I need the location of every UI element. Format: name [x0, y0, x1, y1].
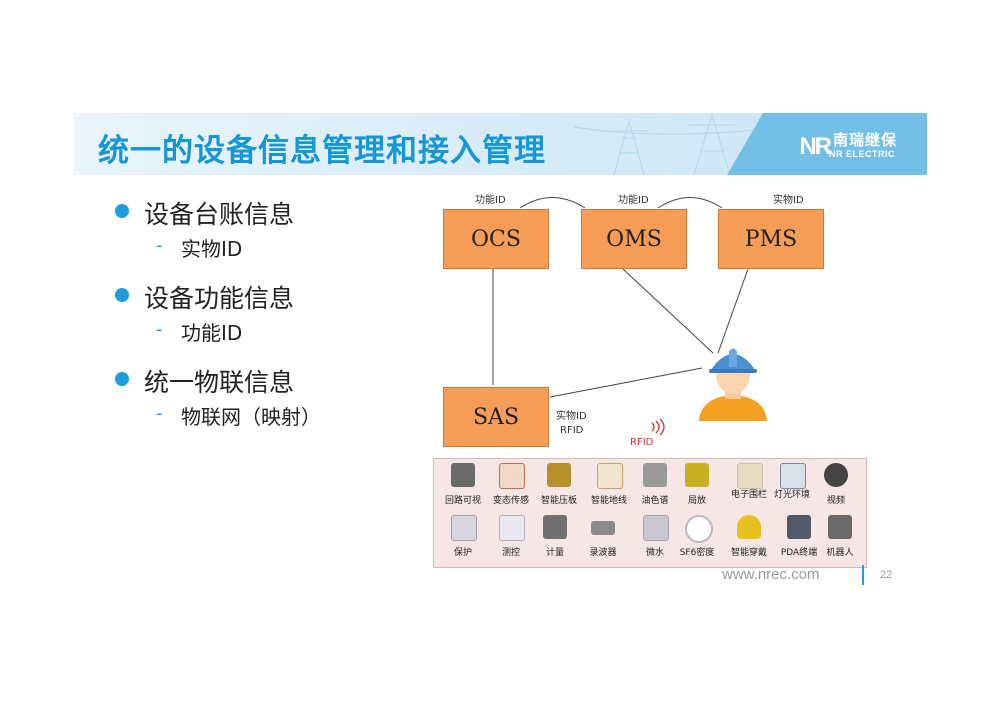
system-diagram: 功能ID 功能ID 实物ID OCS OMS PMS SAS 实物ID RFID…	[430, 185, 870, 575]
ocs-box: OCS	[443, 209, 549, 269]
device-label: 录波器	[589, 548, 617, 558]
ocs-function-id-label: 功能ID	[475, 195, 506, 206]
device-label: 变态传感	[492, 496, 529, 506]
cable-icon	[597, 463, 623, 489]
device-item: PDA终端	[774, 513, 824, 561]
device-item: 录波器	[578, 513, 628, 561]
device-label: 测控	[501, 548, 520, 558]
device-item: 局放	[672, 461, 722, 509]
dash-icon: -	[156, 235, 163, 256]
analyzer-icon	[643, 463, 667, 487]
device-item: 测控	[486, 513, 536, 561]
device-item: 灯光环境	[767, 461, 817, 509]
oms-box: OMS	[581, 209, 687, 269]
sas-box: SAS	[443, 387, 549, 447]
page-title: 统一的设备信息管理和接入管理	[98, 133, 546, 169]
device-item: 智能地线	[584, 461, 634, 509]
device-label: 灯光环境	[773, 490, 810, 500]
helmet-icon	[737, 515, 761, 539]
title-banner: 统一的设备信息管理和接入管理 NR 南瑞继保 NR ELECTRIC	[74, 113, 927, 175]
pms-physical-id-label: 实物ID	[773, 195, 804, 206]
device-item: SF6密度	[672, 513, 722, 561]
device-item: 智能压板	[534, 461, 584, 509]
worker-helmet-icon	[699, 348, 767, 421]
footer-url: www.nrec.com	[722, 566, 820, 583]
robot-icon	[828, 515, 852, 539]
nr-logo-icon: NR	[799, 133, 832, 160]
ocs-oms-arc	[519, 197, 586, 209]
logo-chinese-name: 南瑞继保	[832, 131, 897, 149]
bullet-dot-icon	[115, 288, 129, 302]
sensor-icon	[499, 463, 525, 489]
device-item: 回路可视	[438, 461, 488, 509]
device-item: 变态传感	[486, 461, 536, 509]
camera-icon	[824, 463, 848, 487]
device-label: 油色谱	[641, 496, 669, 506]
device-panel: 回路可视 变态传感 智能压板 智能地线 油色谱 局放 电子围栏 灯光环境 视频 …	[433, 458, 867, 568]
device-label: 智能地线	[590, 496, 627, 506]
device-label: 电子围栏	[730, 490, 767, 500]
sub-label: 功能ID	[181, 321, 243, 345]
device-label: 智能压板	[540, 496, 577, 506]
rfid-red-label: RFID	[630, 437, 654, 448]
clamp-icon	[547, 463, 571, 487]
device-item: 视频	[811, 461, 861, 509]
oms-function-id-label: 功能ID	[618, 195, 649, 206]
sas-worker-line	[549, 367, 703, 398]
device-item: 微水	[630, 513, 680, 561]
device-label: 回路可视	[444, 496, 481, 506]
logo-english-name: NR ELECTRIC	[829, 149, 895, 159]
device-item: 智能穿戴	[724, 513, 774, 561]
device-label: 保护	[453, 548, 472, 558]
bullet-label: 统一物联信息	[144, 368, 295, 397]
rfid-signal-icon	[651, 418, 665, 435]
bullet-dot-icon	[115, 204, 129, 218]
device-label: 智能穿戴	[730, 548, 767, 558]
device-label: PDA终端	[780, 548, 818, 558]
device-item: 电子围栏	[724, 461, 774, 509]
bullet-dot-icon	[115, 372, 129, 386]
pms-box: PMS	[718, 209, 824, 269]
discharge-icon	[685, 463, 709, 487]
pda-icon	[787, 515, 811, 539]
diagram-connectors	[492, 197, 749, 398]
device-label: SF6密度	[679, 548, 715, 558]
device-item: 机器人	[815, 513, 865, 561]
device-label: 视频	[826, 496, 845, 506]
sas-physical-id-label: 实物ID	[556, 411, 587, 422]
cabinet-icon	[451, 463, 475, 487]
page-number: 22	[880, 569, 893, 581]
fan-icon	[780, 463, 806, 489]
sub-label: 实物ID	[181, 237, 243, 261]
gauge-icon	[685, 515, 713, 543]
bullet-label: 设备功能信息	[144, 284, 295, 313]
oms-worker-line	[622, 268, 714, 354]
device-item: 计量	[530, 513, 580, 561]
device-label: 微水	[645, 548, 664, 558]
device-label: 机器人	[826, 548, 854, 558]
oms-pms-arc	[657, 197, 723, 209]
recorder-icon	[591, 521, 615, 535]
dash-icon: -	[156, 319, 163, 340]
fence-icon	[737, 463, 763, 489]
protection-icon	[451, 515, 477, 541]
control-icon	[499, 515, 525, 541]
device-item: 油色谱	[630, 461, 680, 509]
bullet-label: 设备台账信息	[144, 200, 295, 229]
footer-divider	[862, 565, 864, 585]
device-item: 保护	[438, 513, 488, 561]
water-sensor-icon	[643, 515, 669, 541]
dash-icon: -	[156, 403, 163, 424]
meter-icon	[543, 515, 567, 539]
sas-rfid-label: RFID	[560, 425, 584, 436]
device-label: 局放	[687, 496, 706, 506]
pms-worker-line	[717, 268, 749, 354]
logo-area	[727, 113, 927, 175]
sub-label: 物联网（映射）	[181, 405, 321, 429]
device-label: 计量	[545, 548, 564, 558]
